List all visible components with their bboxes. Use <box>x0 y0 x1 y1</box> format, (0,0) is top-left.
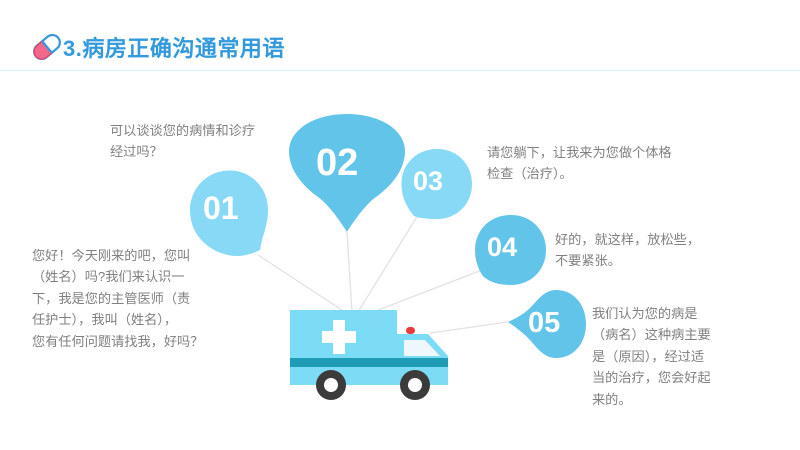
pin-01-shape <box>190 170 268 256</box>
text-block-04: 好的，就这样，放松些， 不要紧张。 <box>555 232 701 269</box>
pin-01-number: 01 <box>203 190 239 226</box>
connector-line-04 <box>367 269 483 315</box>
ambulance-window <box>404 340 440 356</box>
page-title: 3.病房正确沟通常用语 <box>63 36 285 61</box>
medical-cross-icon <box>322 320 356 354</box>
slide-header: 3.病房正确沟通常用语 <box>0 0 800 71</box>
ambulance-wheel-front <box>400 370 430 400</box>
ambulance-stripe-front <box>397 358 448 367</box>
pin-02-shape <box>289 114 405 232</box>
pin-03-shape <box>401 149 472 219</box>
pin-01[interactable]: 01 <box>186 167 274 261</box>
text-block-05: 我们认为您的病是 （病名）这种病主要 是（原因），经过适 当的治疗，您会好起 来… <box>592 306 711 407</box>
pin-02[interactable]: 02 <box>284 111 410 235</box>
pin-04-number: 04 <box>487 232 518 262</box>
ambulance-wheel-rear <box>316 370 346 400</box>
pin-03[interactable]: 03 <box>399 146 475 226</box>
text-block-03: 请您躺下，让我来为您做个体格 检查（治疗）。 <box>487 145 672 182</box>
connector-line-05 <box>429 321 509 334</box>
pin-02-number: 02 <box>316 142 359 184</box>
pin-03-number: 03 <box>413 166 444 196</box>
pin-05-number: 05 <box>528 307 561 339</box>
ambulance-siren-light <box>406 327 415 334</box>
ambulance-chassis <box>290 378 448 385</box>
pin-05-shape <box>508 290 586 358</box>
connector-line-02 <box>346 231 353 313</box>
pin-05[interactable]: 05 <box>506 288 588 364</box>
connector-line-03 <box>357 214 419 313</box>
pill-icon <box>33 34 61 60</box>
header-divider <box>0 70 800 71</box>
ambulance-stripe-rear <box>290 358 397 367</box>
pin-04-shape <box>475 215 546 285</box>
text-block-01: 您好！今天刚来的吧，您叫 （姓名）吗?我们来认识一 下，我是您的主管医师（责 任… <box>32 248 204 349</box>
connector-line-01 <box>257 254 346 313</box>
ambulance-illustration <box>290 310 448 400</box>
text-block-02: 可以谈谈您的病情和诊疗 经过吗？ <box>110 123 256 160</box>
pin-04[interactable]: 04 <box>473 212 549 290</box>
